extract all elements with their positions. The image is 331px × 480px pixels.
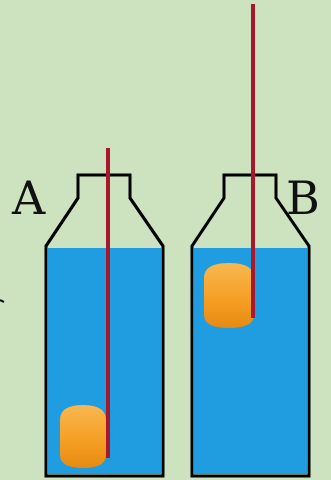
edge-mark xyxy=(0,300,4,302)
label-b: B xyxy=(286,171,320,225)
label-a: A xyxy=(11,171,46,225)
bottle-b xyxy=(192,4,309,476)
bottle-b-object xyxy=(204,263,254,328)
bottle-a xyxy=(46,148,163,476)
bottle-a-object xyxy=(60,405,106,468)
